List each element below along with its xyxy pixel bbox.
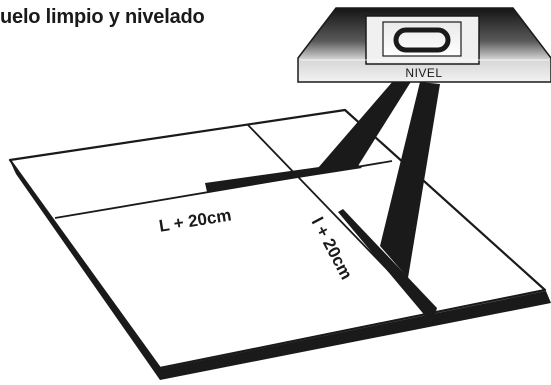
level-bar-horizontal bbox=[205, 162, 362, 192]
level-bar-vertical bbox=[338, 209, 437, 324]
page-title: uelo limpio y nivelado bbox=[0, 6, 205, 28]
board-edge-shadow bbox=[10, 161, 551, 380]
spirit-level-icon bbox=[297, 7, 551, 83]
callout-wedge-horizontal bbox=[318, 80, 412, 168]
level-label: NIVEL bbox=[405, 66, 442, 80]
floor-board bbox=[8, 108, 547, 370]
callout-wedge-vertical bbox=[380, 82, 440, 278]
level-bubble-vial bbox=[393, 27, 451, 53]
